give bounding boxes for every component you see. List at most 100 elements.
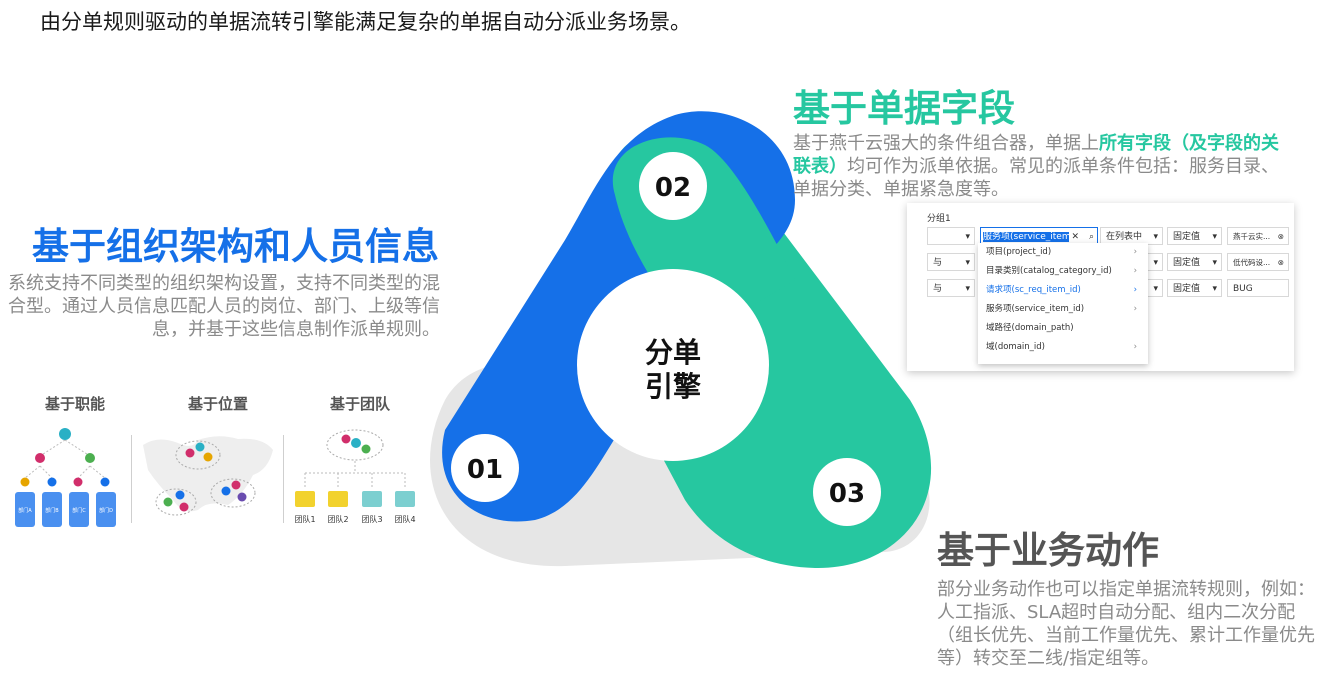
person-icon <box>351 438 361 448</box>
condition-builder-panel: 分组1 ▾ 服务项(service_item_i✕⌕ 在列表中▾ 固定值▾ 燕千… <box>907 203 1294 371</box>
dropdown-option-selected[interactable]: 请求项(sc_req_item_id)› <box>986 281 1141 299</box>
chevron-down-icon: ▾ <box>965 258 970 268</box>
dept-box <box>15 492 35 527</box>
badge-02-circle <box>639 152 707 220</box>
dropdown-option[interactable]: 项目(project_id)› <box>986 243 1141 261</box>
person-icon <box>47 477 57 487</box>
value-input[interactable]: BUG <box>1227 279 1289 297</box>
center-label-line1: 分单 <box>645 336 701 369</box>
chevron-down-icon: ▾ <box>965 284 970 294</box>
team-box <box>295 491 315 507</box>
panel-divider <box>131 435 132 523</box>
team-box <box>395 491 415 507</box>
action-heading: 基于业务动作 <box>937 529 1159 572</box>
person-icon <box>85 453 95 463</box>
chevron-right-icon: › <box>1133 285 1137 295</box>
field-dropdown-menu: 项目(project_id)› 目录类别(catalog_category_id… <box>978 243 1148 364</box>
chevron-right-icon: › <box>1133 342 1137 352</box>
person-icon <box>195 442 205 452</box>
chevron-down-icon: ▾ <box>1212 232 1217 242</box>
world-map-shape <box>143 436 273 512</box>
badge-02-label: 02 <box>655 173 691 203</box>
panel-divider <box>283 435 284 523</box>
dept-box <box>69 492 89 527</box>
dropdown-option[interactable]: 目录类别(catalog_category_id)› <box>986 262 1141 280</box>
function-hierarchy-illustration: 部门A 部门B 部门C 部门D <box>15 428 116 527</box>
org-description: 系统支持不同类型的组织架构设置，支持不同类型的混合型。通过人员信息匹配人员的岗位… <box>8 273 440 340</box>
engine-diagram: 分单 引擎 01 02 03 <box>430 111 932 569</box>
chevron-right-icon: › <box>1133 266 1137 276</box>
person-icon <box>179 502 189 512</box>
dept-label: 部门B <box>45 507 59 514</box>
location-map-illustration <box>143 436 273 516</box>
chevron-down-icon: ▾ <box>1212 258 1217 268</box>
field-heading: 基于单据字段 <box>793 87 1015 130</box>
search-icon[interactable]: ⌕ <box>1088 228 1094 244</box>
logic-select[interactable]: ▾ <box>927 227 975 245</box>
badge-01-circle <box>451 434 519 502</box>
person-icon <box>163 497 173 507</box>
person-icon <box>73 477 83 487</box>
center-label-line2: 引擎 <box>645 370 701 403</box>
value-type-select[interactable]: 固定值▾ <box>1167 253 1222 271</box>
intro-text: 由分单规则驱动的单据流转引擎能满足复杂的单据自动分派业务场景。 <box>40 10 691 34</box>
location-panel-title: 基于位置 <box>188 395 249 413</box>
chevron-right-icon: › <box>1133 247 1137 257</box>
field-desc-highlight: 所有字段（及字段的关联表） <box>793 133 1279 177</box>
value-tag[interactable]: 低代码设...⊗ <box>1227 253 1289 271</box>
dropdown-option[interactable]: 域(domain_id)› <box>986 338 1141 356</box>
person-icon <box>361 444 371 454</box>
person-icon <box>59 428 71 440</box>
remove-tag-icon[interactable]: ⊗ <box>1277 258 1284 267</box>
person-icon <box>237 492 247 502</box>
dept-box <box>96 492 116 527</box>
team-label: 团队1 <box>294 514 315 524</box>
dept-label: 部门C <box>72 507 86 514</box>
team-label: 团队3 <box>361 514 382 524</box>
value-tag[interactable]: 燕千云实...⊗ <box>1227 227 1289 245</box>
team-label: 团队2 <box>327 514 348 524</box>
group-label: 分组1 <box>927 214 951 224</box>
chevron-down-icon: ▾ <box>965 232 970 242</box>
person-icon <box>203 452 213 462</box>
chevron-down-icon: ▾ <box>1153 232 1158 242</box>
value-type-select[interactable]: 固定值▾ <box>1167 227 1222 245</box>
logic-select[interactable]: 与▾ <box>927 253 975 271</box>
chevron-down-icon: ▾ <box>1153 258 1158 268</box>
field-desc-pre: 基于燕千云强大的条件组合器，单据上 <box>793 133 1099 154</box>
person-icon <box>35 453 45 463</box>
badge-01-label: 01 <box>467 455 503 485</box>
badge-03-label: 03 <box>829 479 865 509</box>
team-illustration: 团队1 团队2 团队3 团队4 <box>294 429 416 524</box>
chevron-down-icon: ▾ <box>1212 284 1217 294</box>
center-circle <box>577 269 769 461</box>
operator-select[interactable]: 在列表中▾ <box>1100 227 1163 245</box>
dept-box <box>42 492 62 527</box>
team-label: 团队4 <box>394 514 415 524</box>
field-desc-post: 均可作为派单依据。常见的派单条件包括：服务目录、单据分类、单据紧急度等。 <box>793 156 1279 200</box>
team-box <box>362 491 382 507</box>
team-box <box>328 491 348 507</box>
remove-tag-icon[interactable]: ⊗ <box>1277 232 1284 241</box>
person-icon <box>100 477 110 487</box>
dept-label: 部门D <box>99 507 113 514</box>
clear-icon[interactable]: ✕ <box>1069 228 1081 244</box>
chevron-right-icon: › <box>1133 304 1137 314</box>
person-icon <box>231 480 241 490</box>
function-panel-title: 基于职能 <box>45 395 106 413</box>
badge-03-circle <box>813 458 881 526</box>
action-description: 部分业务动作也可以指定单据流转规则，例如：人工指派、SLA超时自动分配、组内二次… <box>937 579 1315 669</box>
person-icon <box>175 490 185 500</box>
value-type-select[interactable]: 固定值▾ <box>1167 279 1222 297</box>
org-heading: 基于组织架构和人员信息 <box>32 225 439 268</box>
dept-label: 部门A <box>18 507 32 514</box>
person-icon <box>341 434 351 444</box>
dropdown-option[interactable]: 服务项(service_item_id)› <box>986 300 1141 318</box>
person-icon <box>221 486 231 496</box>
person-icon <box>20 477 30 487</box>
chevron-down-icon: ▾ <box>1153 284 1158 294</box>
logic-select[interactable]: 与▾ <box>927 279 975 297</box>
team-panel-title: 基于团队 <box>330 395 391 413</box>
person-icon <box>185 448 195 458</box>
dropdown-option[interactable]: 域路径(domain_path) <box>986 323 1074 333</box>
